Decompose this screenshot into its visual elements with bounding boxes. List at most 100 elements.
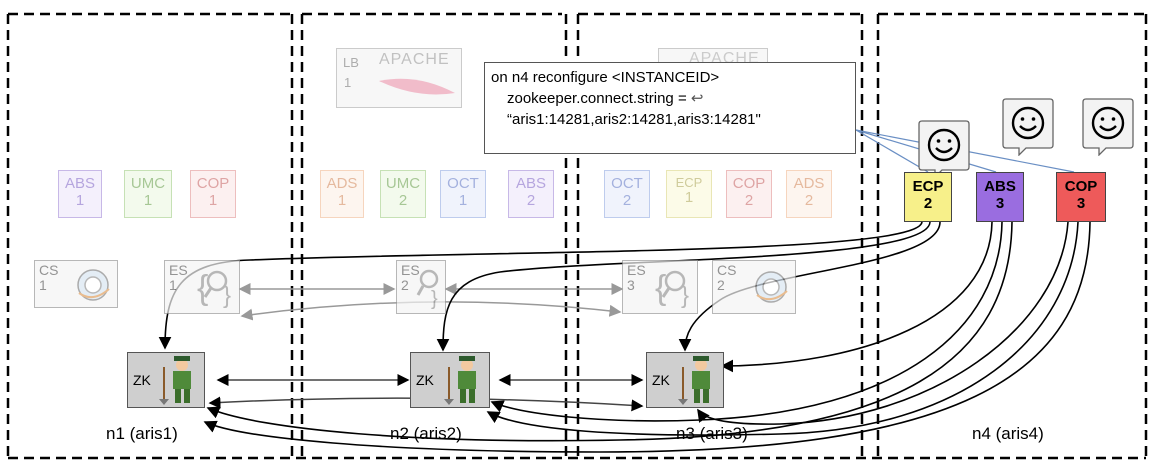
- zookeeper-keeper-icon: [678, 356, 710, 405]
- app-instance: 1: [75, 191, 85, 209]
- app-name: ABS: [984, 178, 1016, 195]
- app-instance: 2: [622, 191, 632, 209]
- elasticsearch-icon: { }: [197, 269, 231, 309]
- smiley-icon: [1011, 106, 1045, 140]
- app-name: COP: [1064, 178, 1098, 195]
- app-box-abs-2: ABS 2: [508, 170, 554, 218]
- svg-text:}: }: [681, 282, 689, 309]
- cop-to-zk3: [697, 221, 1069, 425]
- service-label: ES 1: [169, 262, 188, 294]
- apache-logo-text: APACHE: [379, 51, 450, 68]
- app-box-abs-1: ABS 1: [58, 170, 102, 218]
- service-instance: 1: [169, 277, 177, 294]
- app-instance: 3: [995, 194, 1005, 212]
- app-instance: 2: [923, 194, 933, 212]
- service-box-es-2: ES 2 }: [396, 260, 446, 314]
- app-name: OCT: [447, 175, 479, 192]
- zk-label: ZK: [652, 372, 670, 388]
- ecp-to-zk2: [436, 221, 931, 352]
- app-box-umc-1: UMC 1: [124, 170, 172, 218]
- service-label: CS 2: [717, 262, 737, 294]
- app-box-cop-3: COP 3: [1056, 172, 1106, 222]
- reconfigure-callout: on n4 reconfigure <INSTANCEID> zookeeper…: [484, 62, 856, 154]
- zookeeper-box-1: ZK: [127, 352, 205, 408]
- app-box-ecp-2: ECP 2: [904, 172, 952, 222]
- app-instance: 1: [337, 191, 347, 209]
- callout-line-2: zookeeper.connect.string =: [507, 90, 687, 107]
- app-box-ads-2: ADS 2: [786, 170, 832, 218]
- node-label-n4: n4 (aris4): [972, 424, 1044, 443]
- app-name: ADS: [326, 175, 358, 192]
- service-box-es-3: ES 3 { }: [622, 260, 698, 314]
- zookeeper-keeper-icon: [444, 356, 476, 405]
- smiley-icon: [1091, 106, 1125, 140]
- zookeeper-keeper-icon: [159, 356, 191, 405]
- abs-to-zk2: [490, 221, 1003, 422]
- abs-to-zk1: [206, 221, 1013, 442]
- callout-pointer-ecp: [855, 129, 929, 173]
- service-label: ES 3: [627, 262, 646, 294]
- app-box-ads-1: ADS 1: [320, 170, 364, 218]
- cop-to-zk1: [203, 221, 1091, 453]
- cop-to-zk2: [486, 221, 1079, 436]
- app-instance: 2: [398, 191, 408, 209]
- app-name: ABS: [64, 175, 95, 192]
- apache-feather-icon: [379, 78, 455, 95]
- speech-bubble: [1002, 98, 1054, 157]
- service-instance: 2: [401, 277, 409, 294]
- service-instance: 1: [39, 277, 47, 294]
- app-instance: 2: [744, 191, 754, 209]
- zookeeper-box-2: ZK: [410, 352, 490, 408]
- app-box-ecp-1: ECP 1: [666, 170, 712, 218]
- smiley-bubble-abs: [1002, 98, 1054, 157]
- app-instance: 3: [1076, 194, 1086, 212]
- app-name: ECP: [675, 175, 703, 190]
- service-name: ES: [401, 262, 420, 278]
- app-name: ADS: [793, 175, 825, 192]
- app-box-umc-2: UMC 2: [380, 170, 426, 218]
- svg-text:}: }: [223, 282, 231, 309]
- service-box-cs-1: CS 1: [34, 260, 118, 308]
- app-name: ECP: [912, 178, 944, 195]
- callout-line-1: on n4 reconfigure <INSTANCEID>: [491, 69, 720, 86]
- app-box-oct-1: OCT 1: [440, 170, 486, 218]
- app-name: UMC: [385, 175, 421, 192]
- speech-bubble: [1082, 98, 1134, 157]
- cloudsearch-icon: [755, 271, 788, 303]
- speech-bubble: [918, 120, 970, 179]
- service-name: CS: [717, 262, 737, 278]
- svg-text:{: {: [197, 269, 208, 307]
- return-arrow-icon: ↩: [690, 90, 704, 107]
- app-instance: 2: [804, 191, 814, 209]
- lb-name: LB: [343, 55, 359, 70]
- service-label: ES 2: [401, 262, 420, 294]
- node-frames: [6, 12, 1148, 462]
- app-box-cop-1: COP 1: [190, 170, 236, 218]
- smiley-bubble-cop: [1082, 98, 1134, 157]
- app-name: COP: [732, 175, 766, 192]
- elasticsearch-icon: }: [416, 269, 439, 310]
- app-instance: 1: [458, 191, 468, 209]
- service-name: CS: [39, 262, 59, 278]
- service-instance: 2: [717, 277, 725, 294]
- zookeeper-box-3: ZK: [646, 352, 724, 408]
- app-box-cop-2: COP 2: [726, 170, 772, 218]
- smiley-bubble-ecp: [918, 120, 970, 179]
- node-label-n1: n1 (aris1): [106, 424, 178, 443]
- load-balancer-1: LB 1 APACHE: [336, 48, 462, 108]
- app-name: OCT: [611, 175, 643, 192]
- abs-to-zk3: [720, 221, 993, 373]
- app-zk-connections: [158, 221, 1091, 453]
- node-label-n3: n3 (aris3): [676, 424, 748, 443]
- app-instance: 1: [684, 189, 694, 207]
- svg-text:}: }: [431, 288, 438, 310]
- zk-label: ZK: [133, 372, 151, 388]
- app-instance: 1: [143, 191, 153, 209]
- service-box-cs-2: CS 2: [712, 260, 796, 314]
- ecp-to-zk1: [158, 221, 923, 350]
- service-box-es-1: ES 1 { }: [164, 260, 240, 314]
- service-label: CS 1: [39, 262, 59, 294]
- app-name: UMC: [130, 175, 166, 192]
- callout-line-2-row: zookeeper.connect.string = ↩: [491, 88, 855, 109]
